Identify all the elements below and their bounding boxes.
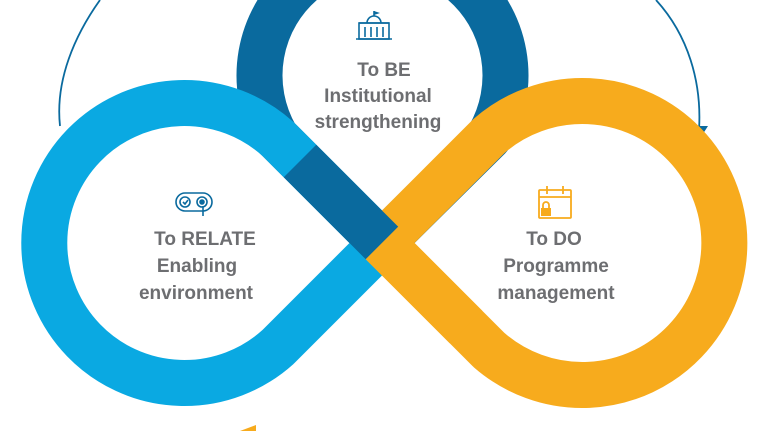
label-relate-line3: environment [139,283,254,304]
crossing-segment-do [365,226,483,344]
svg-text:management: management [497,283,615,304]
svg-text:strengthening: strengthening [315,112,442,133]
crossing-segment-be [283,144,399,260]
label-relate-line2: Enabling [157,256,237,277]
cycle-arrowhead-bottom [240,425,256,431]
label-be-line3: strengthening [315,112,442,133]
label-be-line2: Institutional [324,86,432,107]
svg-text:To BE: To BE [357,60,410,81]
loop-relate [21,80,405,406]
svg-text:Enabling: Enabling [157,256,237,277]
handshake-panel-icon [175,192,213,216]
svg-text:Programme: Programme [503,256,609,277]
label-do-line3: management [497,283,615,304]
label-be-title: To BE [357,60,410,81]
svg-text:To RELATE: To RELATE [154,229,256,250]
svg-text:Institutional: Institutional [324,86,432,107]
label-relate-title: To RELATE [154,229,256,250]
cycle-arrow-left-arc [58,0,101,127]
loop-do [359,78,748,408]
label-do-line2: Programme [503,256,609,277]
cycle-arrow-right-arc [655,0,701,131]
svg-text:To DO: To DO [526,229,582,250]
calendar-lock-icon [538,186,572,219]
institution-building-icon [356,11,392,40]
label-do-title: To DO [526,229,582,250]
svg-text:environment: environment [139,283,254,304]
loop-be [236,0,529,266]
